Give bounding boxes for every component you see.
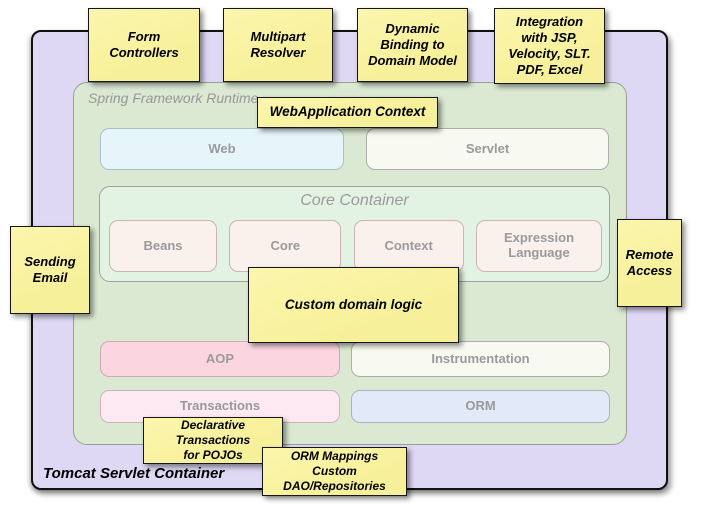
note-form-controllers: Form Controllers (88, 8, 200, 82)
module-core: Core (229, 220, 342, 272)
module-beans: Beans (109, 220, 217, 272)
module-web: Web (100, 128, 344, 170)
note-orm-mappings: ORM Mappings Custom DAO/Repositories (262, 447, 407, 496)
core-container-modules: Beans Core Context Expression Language (109, 220, 602, 272)
spring-framework-runtime: Spring Framework Runtime Web Servlet Cor… (73, 82, 627, 445)
tomcat-container-label: Tomcat Servlet Container (43, 465, 225, 482)
note-integration-views: Integration with JSP, Velocity, SLT. PDF… (494, 8, 605, 84)
note-dynamic-binding: Dynamic Binding to Domain Model (357, 8, 468, 82)
note-multipart-resolver: Multipart Resolver (223, 8, 333, 82)
module-context: Context (353, 220, 464, 272)
module-aop: AOP (100, 341, 340, 377)
note-declarative-transactions: Declarative Transactions for POJOs (143, 417, 283, 464)
note-sending-email: Sending Email (10, 226, 90, 314)
core-container-label: Core Container (300, 192, 409, 209)
module-transactions: Transactions (100, 390, 340, 423)
note-webapplication-context: WebApplication Context (257, 97, 438, 128)
module-orm: ORM (351, 390, 610, 423)
module-expression-language: Expression Language (475, 220, 602, 272)
module-servlet: Servlet (366, 128, 609, 170)
core-container: Core Container Beans Core Context Expres… (99, 186, 610, 282)
note-remote-access: Remote Access (617, 219, 682, 307)
runtime-label: Spring Framework Runtime (88, 90, 259, 106)
module-instrumentation: Instrumentation (351, 341, 610, 377)
note-custom-domain-logic: Custom domain logic (248, 267, 459, 343)
